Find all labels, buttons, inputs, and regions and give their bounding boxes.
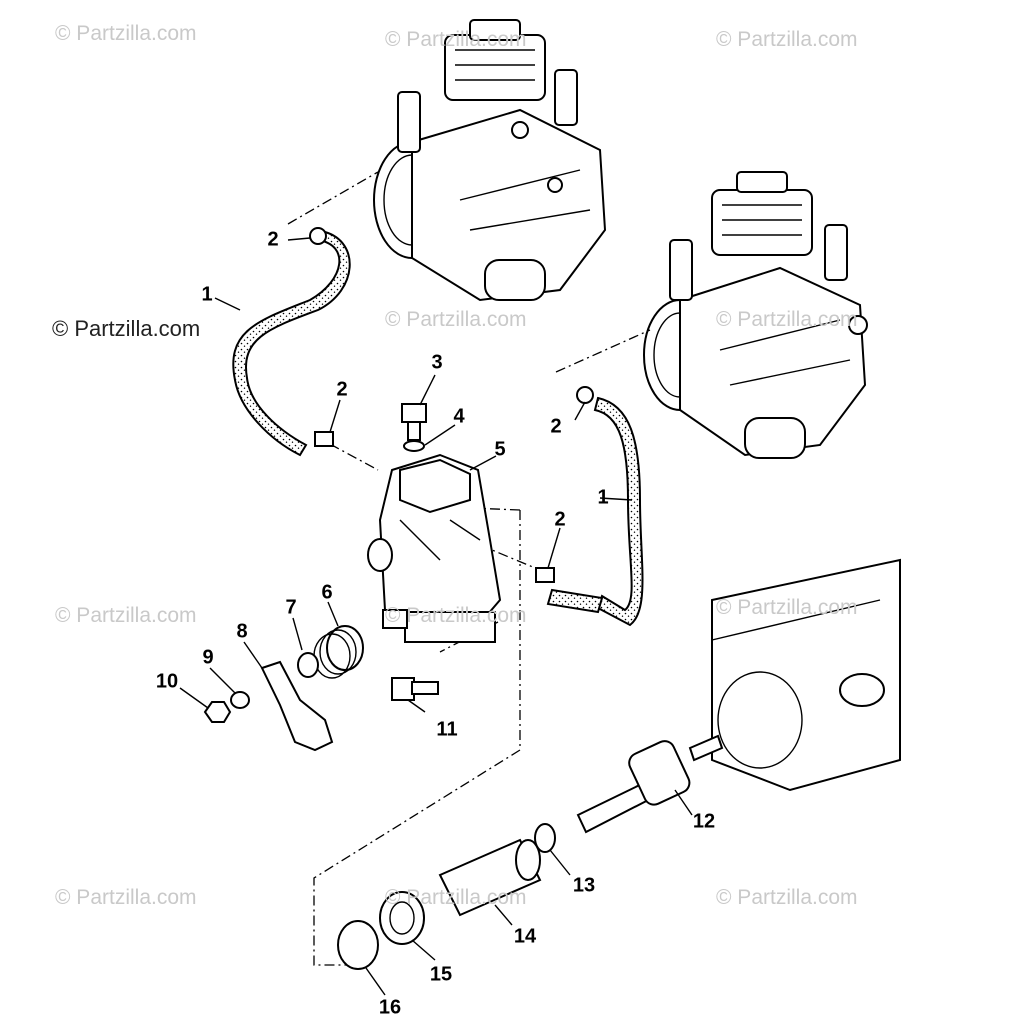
callout-15: 15 <box>429 963 453 986</box>
watermark: © Partzilla.com <box>385 28 527 51</box>
callout-11: 11 <box>436 718 458 741</box>
callout-2: 2 <box>267 228 279 251</box>
callout-12: 12 <box>692 810 716 833</box>
banjo-bolt <box>401 403 427 452</box>
watermark: © Partzilla.com <box>716 308 858 331</box>
sleeve-14 <box>438 838 542 917</box>
oil-pump-body <box>367 453 502 643</box>
circlip-16 <box>337 920 379 970</box>
seal-15 <box>379 891 425 945</box>
washer-9 <box>230 691 250 709</box>
carburetor-top <box>373 19 607 302</box>
nut-10 <box>203 701 232 723</box>
hose-right <box>593 396 644 627</box>
callout-2: 2 <box>550 415 562 438</box>
watermark: © Partzilla.com <box>716 886 858 909</box>
callout-4: 4 <box>453 405 465 428</box>
watermark: © Partzilla.com <box>55 22 197 45</box>
seal-inner <box>389 901 415 935</box>
callout-14: 14 <box>513 925 537 948</box>
watermark: © Partzilla.com <box>55 604 197 627</box>
hose-short <box>546 588 604 614</box>
callout-9: 9 <box>202 646 214 669</box>
watermark: © Partzilla.com <box>716 28 858 51</box>
callout-7: 7 <box>285 596 297 619</box>
callout-10: 10 <box>155 670 179 693</box>
callout-5: 5 <box>494 438 506 461</box>
callout-13: 13 <box>572 874 596 897</box>
watermark: © Partzilla.com <box>55 886 197 909</box>
callout-6: 6 <box>321 581 333 604</box>
callout-1: 1 <box>597 486 609 509</box>
callout-2: 2 <box>554 508 566 531</box>
callout-3: 3 <box>431 351 443 374</box>
bolt-11 <box>391 677 439 701</box>
callout-2: 2 <box>336 378 348 401</box>
washer-7 <box>297 652 319 678</box>
callout-leaders <box>179 237 693 996</box>
callout-1: 1 <box>201 283 213 306</box>
o-ring-13 <box>534 823 556 853</box>
sleeve-end <box>515 839 541 881</box>
carburetor-right <box>643 171 868 459</box>
drive-shaft <box>576 734 724 834</box>
callout-8: 8 <box>236 620 248 643</box>
watermark: © Partzilla.com <box>385 604 527 627</box>
hose-left <box>232 230 351 457</box>
watermark: © Partzilla.com <box>385 308 527 331</box>
hose-clamps <box>309 227 594 583</box>
watermark: © Partzilla.com <box>385 886 527 909</box>
engine-case <box>711 558 901 792</box>
watermark-main: © Partzilla.com <box>52 316 201 341</box>
watermark: © Partzilla.com <box>716 596 858 619</box>
return-spring <box>313 625 364 679</box>
callout-16: 16 <box>378 996 402 1019</box>
pump-lever <box>260 660 334 752</box>
